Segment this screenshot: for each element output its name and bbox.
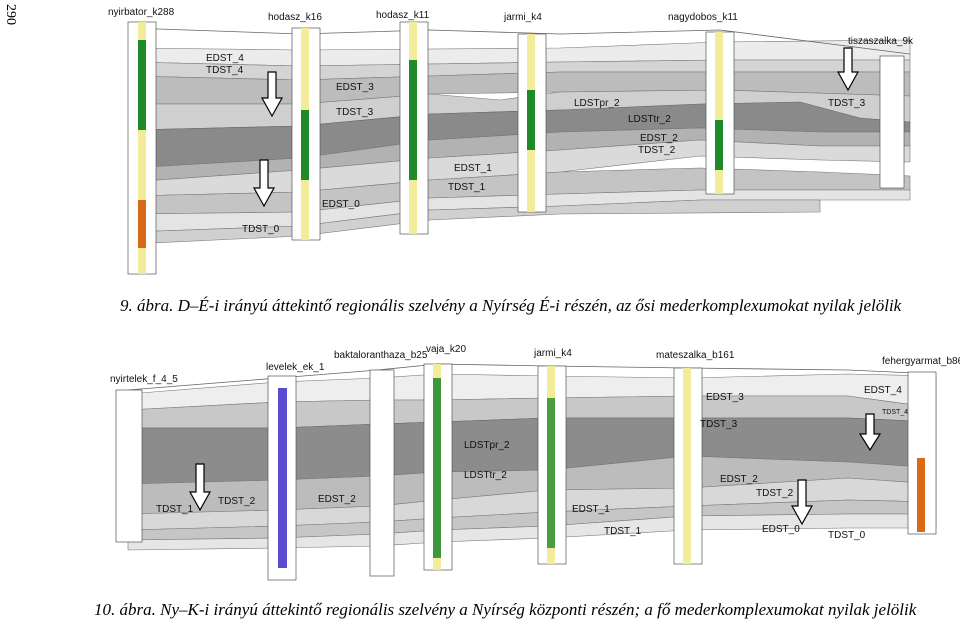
unit-label: TDST_3 bbox=[700, 419, 738, 430]
well-core-orange bbox=[917, 458, 925, 532]
unit-label: EDST_0 bbox=[762, 524, 800, 535]
well-label: jarmi_k4 bbox=[533, 348, 572, 359]
unit-label: TDST_1 bbox=[604, 526, 642, 537]
well-label: baktaloranthaza_b25 bbox=[334, 350, 428, 361]
well-label: tiszaszalka_9k bbox=[848, 36, 914, 47]
unit-label: TDST_1 bbox=[448, 182, 486, 193]
well-core-green bbox=[409, 60, 417, 180]
well-label: levelek_ek_1 bbox=[266, 362, 325, 373]
well-core-green bbox=[301, 110, 309, 180]
well-label: vaja_k20 bbox=[426, 344, 466, 355]
well-core-blue bbox=[278, 388, 287, 568]
figure10-cross-section: nyirtelek_f_4_5 levelek_ek_1 baktalorant… bbox=[110, 344, 960, 581]
unit-label: EDST_2 bbox=[640, 133, 678, 144]
well-core-green bbox=[527, 90, 535, 150]
unit-label: EDST_3 bbox=[336, 82, 374, 93]
fig9-top-surface bbox=[129, 27, 911, 55]
unit-label: EDST_1 bbox=[454, 163, 492, 174]
unit-label: EDST_4 bbox=[206, 53, 244, 64]
well-core-green bbox=[138, 40, 146, 130]
unit-label: EDST_0 bbox=[322, 199, 360, 210]
unit-label: TDST_0 bbox=[242, 224, 280, 235]
unit-label: LDSTtr_2 bbox=[628, 114, 671, 125]
channel-arrow-icon bbox=[252, 47, 860, 208]
unit-label: TDST_3 bbox=[336, 107, 374, 118]
unit-label: LDSTtr_2 bbox=[464, 470, 507, 481]
unit-label: TDST_2 bbox=[218, 496, 256, 507]
page-number: 290 bbox=[3, 4, 18, 25]
unit-label: TDST_4 bbox=[882, 409, 908, 416]
unit-label: TDST_2 bbox=[638, 145, 676, 156]
well-core-green bbox=[715, 120, 723, 170]
well-column bbox=[879, 55, 905, 189]
well-label: nyirtelek_f_4_5 bbox=[110, 374, 178, 385]
well-column bbox=[115, 389, 143, 543]
well-core-green bbox=[433, 378, 441, 558]
unit-label: TDST_0 bbox=[828, 530, 866, 541]
figure9-caption: 9. ábra. D–É-i irányú áttekintő regionál… bbox=[120, 296, 902, 315]
unit-label: EDST_1 bbox=[572, 504, 610, 515]
unit-label: TDST_3 bbox=[828, 98, 866, 109]
well-column bbox=[369, 369, 395, 577]
well-core bbox=[138, 22, 146, 274]
fig10-wells bbox=[115, 363, 937, 581]
well-label: jarmi_k4 bbox=[503, 12, 542, 23]
figure9-cross-section: nyirbator_k288 hodasz_k16 hodasz_k11 jar… bbox=[108, 7, 914, 275]
well-label: hodasz_k16 bbox=[268, 12, 322, 23]
unit-label: TDST_2 bbox=[756, 488, 794, 499]
unit-label: EDST_2 bbox=[720, 474, 758, 485]
well-label: hodasz_k11 bbox=[376, 10, 430, 21]
unit-label: LDSTpr_2 bbox=[464, 440, 510, 451]
well-core-green bbox=[547, 398, 555, 548]
channel-arrow-icon bbox=[188, 413, 882, 526]
well-label: nyirbator_k288 bbox=[108, 7, 175, 18]
figure10-caption: 10. ábra. Ny–K-i irányú áttekintő region… bbox=[94, 600, 917, 619]
well-core bbox=[683, 368, 691, 564]
well-label: fehergyarmat_b86 bbox=[882, 356, 960, 367]
well-core-orange bbox=[138, 200, 146, 248]
well-label: mateszalka_b161 bbox=[656, 350, 735, 361]
unit-label: EDST_4 bbox=[864, 385, 902, 396]
unit-label: TDST_4 bbox=[206, 65, 244, 76]
unit-label: EDST_3 bbox=[706, 392, 744, 403]
unit-label: TDST_1 bbox=[156, 504, 194, 515]
well-label: nagydobos_k11 bbox=[668, 12, 738, 23]
well-core bbox=[715, 32, 723, 194]
fig9-wells bbox=[127, 21, 905, 275]
unit-label: EDST_2 bbox=[318, 494, 356, 505]
unit-label: LDSTpr_2 bbox=[574, 98, 620, 109]
